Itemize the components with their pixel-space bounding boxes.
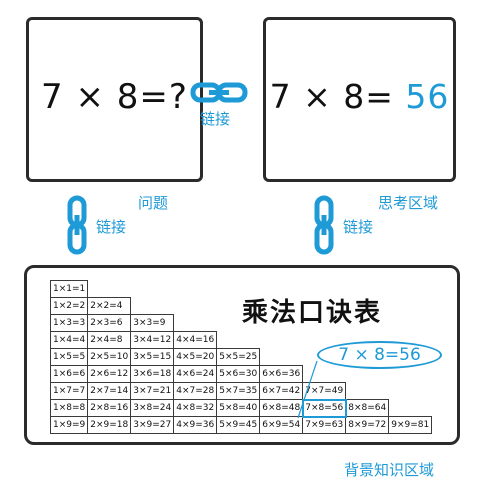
link-label-right: 链接 [343,218,374,236]
answer-bubble-text: 7 × 8=56 [338,345,421,365]
question-expression: 7 × 8=? [41,77,188,117]
table-cell: 9×9=81 [388,416,433,434]
table-cell: 2×9=18 [87,416,132,434]
background-knowledge-label: 背景知识区域 [344,461,435,479]
table-cell: 3×9=27 [130,416,175,434]
link-label-left: 链接 [96,218,127,236]
answer-expression-left: 7 × 8= [269,77,406,116]
answer-expression: 7 × 8= 56 [266,77,453,116]
table-title: 乘法口诀表 [242,298,383,328]
chain-link-icon [314,195,334,255]
answer-value: 56 [405,77,450,116]
answer-card: 7 × 8= 56 [263,17,456,182]
question-card: 7 × 8=? [26,17,203,182]
chain-link-icon [190,82,248,103]
callout-line [297,360,318,419]
link-label-horizontal: 链接 [200,110,231,128]
thinking-area-label: 思考区域 [378,194,439,212]
chain-link-icon [67,195,87,255]
table-cell: 1×9=9 [49,416,89,434]
answer-bubble: 7 × 8=56 [317,341,442,369]
question-label: 问题 [138,194,169,212]
table-cell: 8×9=72 [345,416,390,434]
